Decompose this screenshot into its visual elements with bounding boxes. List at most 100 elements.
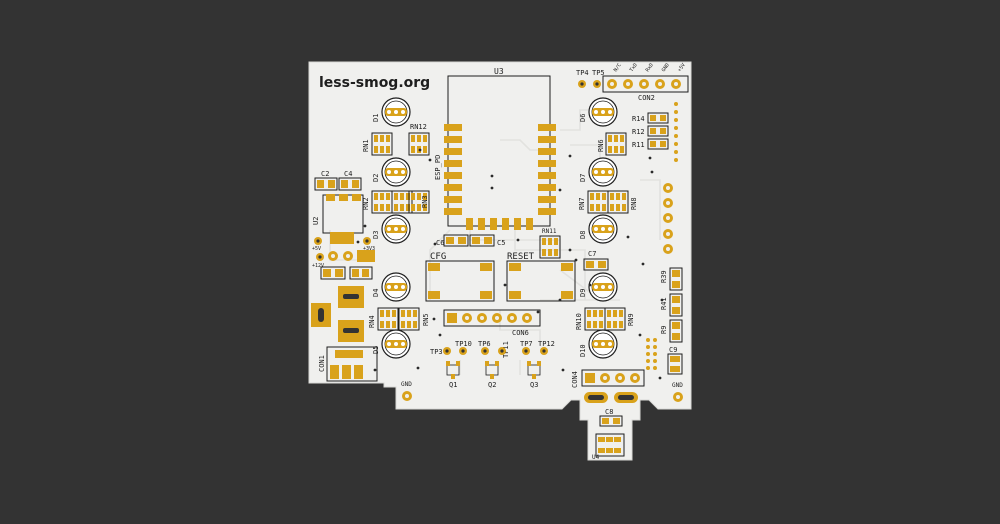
r41: [669, 293, 683, 317]
u3-pads-bottom: [466, 218, 533, 230]
tp7-label: TP7: [520, 340, 533, 348]
con2-pin-2: TxD: [629, 62, 639, 73]
tp6: [481, 347, 489, 355]
tp-12v: [316, 253, 324, 261]
c2-label: C2: [321, 170, 329, 178]
r12-label: R12: [632, 128, 645, 136]
tp3: [443, 347, 451, 355]
con2-pin-3: RxD: [645, 62, 655, 73]
d4-label: D4: [372, 289, 380, 297]
r14: [647, 112, 669, 124]
c4: [338, 177, 362, 191]
tp11-label: TP11: [502, 341, 510, 358]
d5-label: D5: [372, 346, 380, 354]
r14-label: R14: [632, 115, 645, 123]
r11-label: R11: [632, 141, 645, 149]
rn7-label: RN7: [578, 197, 586, 210]
tp10-label: TP10: [455, 340, 472, 348]
d3-label: D3: [372, 231, 380, 239]
r9-label: R9: [660, 326, 668, 334]
c4-label: C4: [344, 170, 352, 178]
gnd-pad-left: [402, 391, 412, 401]
r39: [669, 267, 683, 291]
d7-label: D7: [579, 174, 587, 182]
c2: [314, 177, 338, 191]
rn1-label: RN1: [362, 139, 370, 152]
tp12-label: TP12: [538, 340, 555, 348]
tp7: [522, 347, 530, 355]
r41-label: R41: [660, 297, 668, 310]
reset-label: RESET: [507, 252, 535, 262]
rn4-label: RN4: [368, 315, 376, 328]
v12-label: +12V: [312, 263, 324, 269]
led-d2: [381, 157, 411, 187]
u4-sensor: [595, 433, 625, 457]
tp5-label: TP5: [592, 69, 605, 77]
esp-pd-label: ESP_PD: [434, 155, 442, 180]
con6-header: [443, 309, 541, 327]
board-title: less-smog.org: [319, 75, 430, 91]
tp4: [578, 80, 586, 88]
d10-label: D10: [579, 344, 587, 357]
u4-label: U4: [592, 454, 600, 461]
gnd-pad-right: [673, 392, 683, 402]
rn3-label: RN3: [421, 195, 429, 208]
tp11: [498, 347, 506, 355]
con1-label: CON1: [318, 355, 326, 372]
c7-label: C7: [588, 250, 596, 258]
rn5-label: RN5: [422, 313, 430, 326]
led-d5: [381, 329, 411, 359]
con1-connector: [326, 346, 378, 382]
gnd-left-label: GND: [401, 381, 412, 388]
rn11-label: RN11: [542, 228, 557, 235]
rn8-label: RN8: [630, 197, 638, 210]
switch-pad-left: [311, 286, 364, 342]
tp6-label: TP6: [478, 340, 491, 348]
led-d6: [588, 97, 618, 127]
pin-column-right: [674, 102, 678, 162]
diode-pads: [328, 250, 375, 262]
led-d7: [588, 157, 618, 187]
mount-slots: [584, 392, 638, 403]
rn2-label: RN2: [362, 197, 370, 210]
v5-label: +5V: [312, 246, 321, 252]
c8: [599, 415, 623, 427]
tp10: [459, 347, 467, 355]
rn9-label: RN9: [627, 313, 635, 326]
led-d4: [381, 272, 411, 302]
c7: [583, 258, 609, 271]
led-d9: [588, 272, 618, 302]
q3-label: Q3: [530, 381, 538, 389]
c9: [667, 353, 683, 375]
q1-label: Q1: [449, 381, 457, 389]
tp4-label: TP4: [576, 69, 589, 77]
led-d3: [381, 214, 411, 244]
r11: [647, 138, 669, 150]
c5: [469, 234, 495, 247]
cfg-button[interactable]: [425, 260, 495, 302]
r12: [647, 125, 669, 137]
tp5: [593, 80, 601, 88]
d9-label: D9: [579, 289, 587, 297]
c5-label: C5: [497, 239, 505, 247]
con4-label: CON4: [571, 371, 579, 388]
led-d1: [381, 97, 411, 127]
con6-label: CON6: [512, 329, 529, 337]
con2-label: CON2: [638, 94, 655, 102]
tp12: [540, 347, 548, 355]
vias: [356, 148, 664, 380]
c6-label: C6: [436, 239, 444, 247]
con2-header: [602, 75, 689, 93]
d2-label: D2: [372, 174, 380, 182]
c6: [443, 234, 469, 247]
con2-pin-4: GND: [661, 62, 671, 73]
q2-label: Q2: [488, 381, 496, 389]
led-d8: [588, 214, 618, 244]
rn12-label: RN12: [410, 123, 427, 131]
cap-left-mid: [320, 266, 373, 280]
u2-label: U2: [312, 217, 320, 225]
cfg-label: CFG: [430, 252, 446, 262]
rn10-label: RN10: [575, 313, 583, 330]
reset-button[interactable]: [506, 260, 576, 302]
